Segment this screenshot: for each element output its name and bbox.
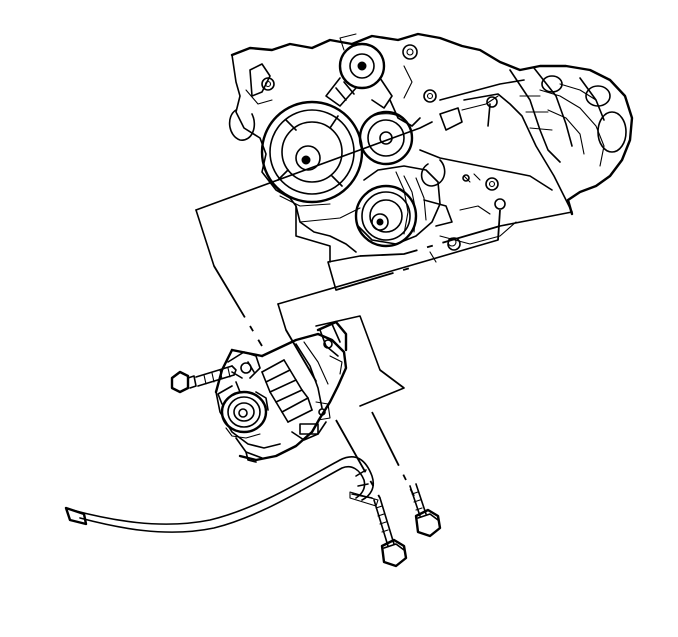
engine-front (228, 32, 634, 263)
mounting-bracket (354, 165, 461, 263)
generator (214, 320, 348, 463)
generator-pulley (217, 385, 269, 439)
idler-pulley (358, 110, 414, 166)
mounting-bolt (170, 365, 237, 394)
assembly-lines (195, 93, 573, 499)
long-bolts (373, 483, 442, 568)
battery-cable (64, 456, 379, 533)
tensioner (325, 33, 393, 109)
